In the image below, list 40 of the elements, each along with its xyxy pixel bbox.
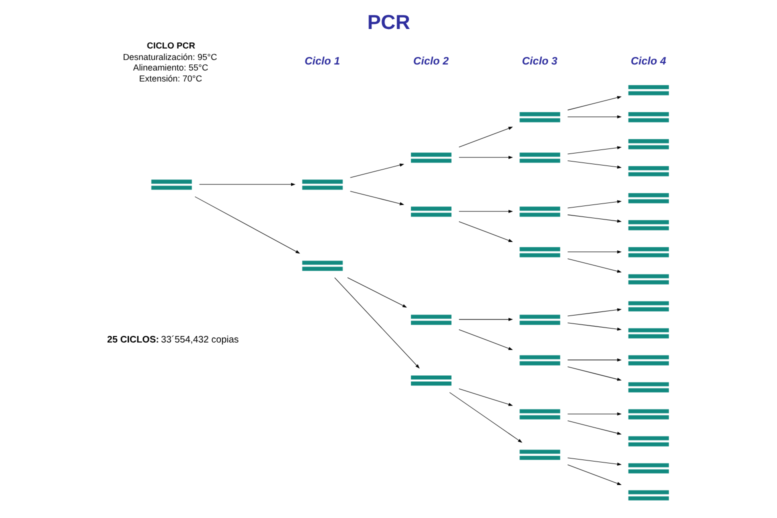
diagram-title: PCR — [366, 12, 410, 34]
arrow — [566, 250, 622, 254]
arrow — [566, 322, 622, 331]
arrow — [448, 392, 522, 443]
arrow — [334, 277, 420, 369]
arrow — [566, 214, 622, 223]
arrow — [566, 358, 622, 362]
label: 25 CICLOS: 33´554,432 copias — [106, 334, 238, 346]
arrow — [566, 115, 622, 118]
arrow — [458, 329, 512, 350]
arrow — [349, 190, 404, 206]
label: Ciclo 3 — [522, 56, 557, 68]
arrow — [566, 160, 622, 169]
arrow — [566, 96, 622, 110]
arrow — [458, 318, 512, 321]
arrow — [458, 210, 512, 213]
arrow — [566, 200, 622, 208]
arrow — [458, 126, 512, 148]
label: Desnaturalización: 95°C — [122, 52, 217, 62]
label: Extensión: 70°C — [138, 73, 202, 84]
arrow — [566, 412, 622, 416]
label: Ciclo 2 — [412, 56, 448, 68]
arrow — [458, 388, 512, 406]
arrow — [458, 156, 512, 159]
arrow — [194, 196, 300, 254]
arrow — [566, 258, 622, 273]
arrow — [566, 366, 622, 381]
arrow — [566, 464, 622, 486]
arrow — [566, 146, 622, 154]
arrow — [198, 182, 295, 186]
label: CICLO PCR — [146, 40, 195, 50]
arrow — [566, 308, 622, 316]
label: Ciclo 4 — [630, 56, 666, 68]
arrow — [458, 221, 512, 242]
arrow — [566, 420, 622, 435]
arrow — [349, 164, 404, 178]
arrow — [346, 277, 406, 308]
label: Alineamiento: 55°C — [132, 62, 208, 73]
label: Ciclo 1 — [304, 56, 340, 68]
arrow — [566, 458, 622, 466]
